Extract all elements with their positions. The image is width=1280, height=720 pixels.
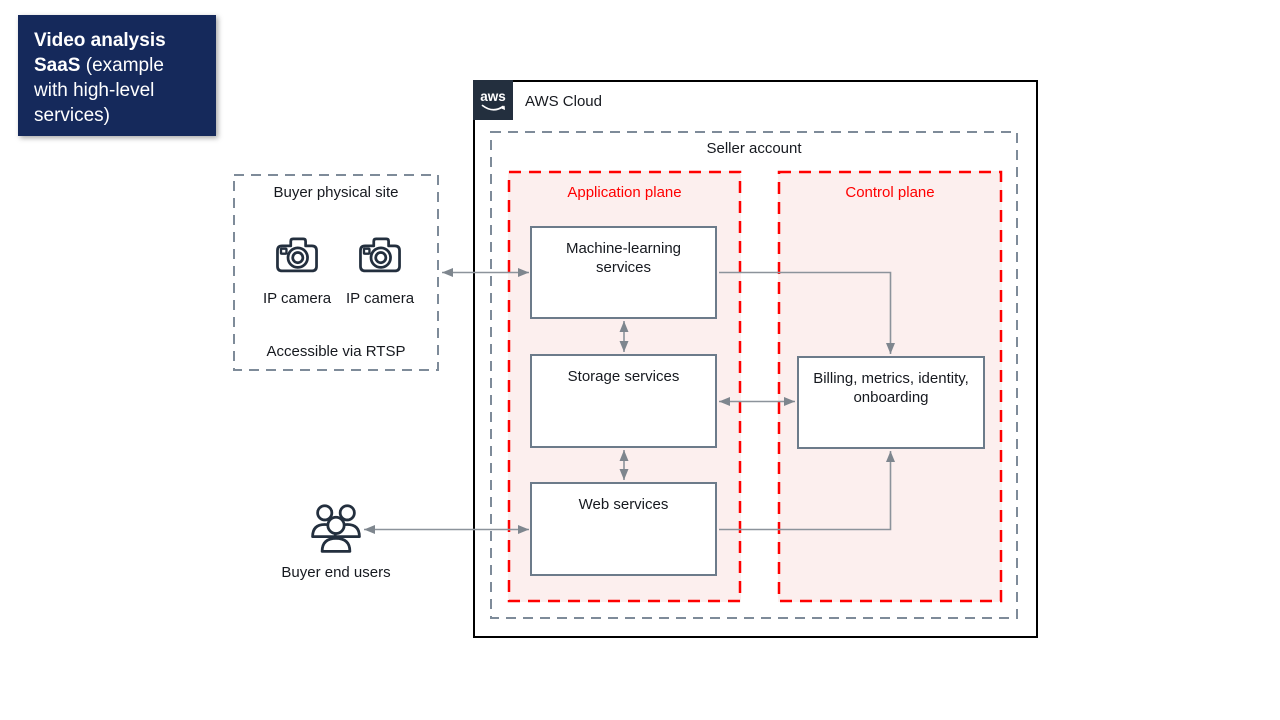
node-web-services: Web services	[530, 482, 717, 576]
title-card-rest-text: (example with high-level services)	[34, 55, 164, 126]
ip-camera-label: IP camera	[345, 290, 415, 307]
ip-camera-icon	[359, 237, 401, 273]
buyer-physical-site-label: Buyer physical site	[273, 184, 399, 201]
aws-logo-text: aws	[480, 89, 506, 104]
users-icon	[311, 504, 361, 553]
aws-cloud-group: aws AWS Cloud	[473, 80, 1038, 638]
node-machine-learning-services: Machine-learning services	[530, 226, 717, 319]
title-card-bold-text: Video analysis SaaS	[34, 30, 166, 76]
accessible-via-rtsp-label: Accessible via RTSP	[266, 343, 406, 360]
node-storage-services: Storage services	[530, 354, 717, 448]
buyer-physical-site-group: Buyer physical site IP camera IP camera …	[233, 174, 439, 371]
ip-camera-label: IP camera	[262, 290, 332, 307]
application-plane-label: Application plane	[567, 184, 682, 201]
aws-logo: aws	[473, 80, 513, 120]
buyer-end-users-label: Buyer end users	[281, 564, 391, 581]
node-billing-metrics-identity-onboarding: Billing, metrics, identity, onboarding	[797, 356, 985, 449]
aws-cloud-label: AWS Cloud	[525, 93, 602, 110]
aws-logo-icon: aws	[480, 89, 506, 111]
title-card: Video analysis SaaS (example with high-l…	[18, 15, 216, 136]
control-plane-label: Control plane	[845, 184, 935, 201]
seller-account-label: Seller account	[706, 140, 802, 157]
ip-camera-icon	[276, 237, 318, 273]
